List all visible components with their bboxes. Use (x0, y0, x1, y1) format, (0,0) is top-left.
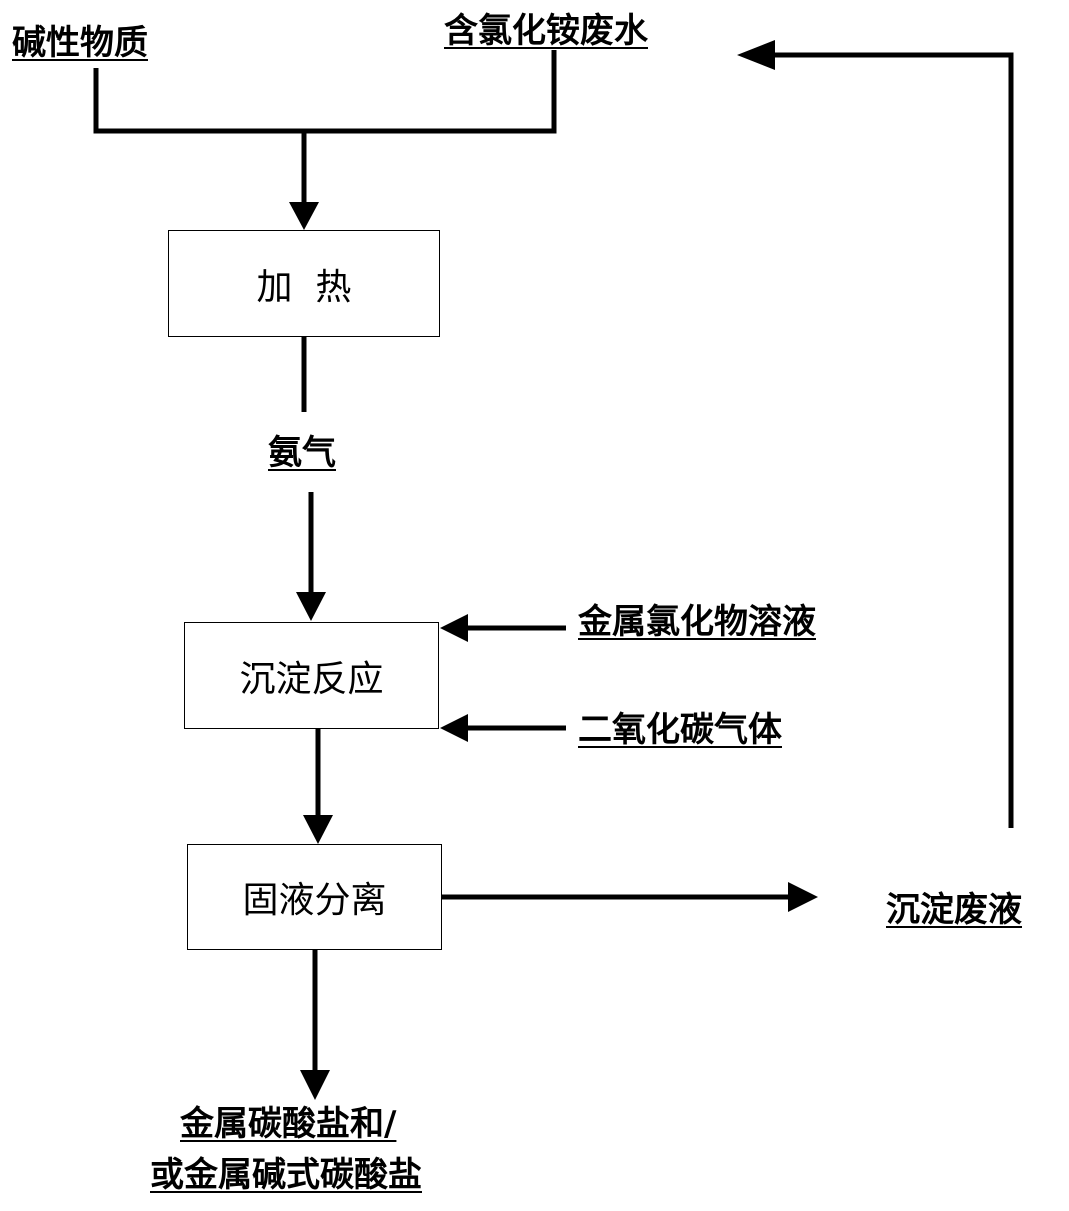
product-label-line1: 金属碳酸盐和/ (180, 1104, 397, 1144)
heating-step-box: 加 热 (168, 230, 440, 337)
metal-chloride-solution-label: 金属氯化物溶液 (578, 602, 816, 642)
product-label-line2: 或金属碱式碳酸盐 (150, 1155, 422, 1195)
arrowhead-to-separation (303, 815, 333, 844)
co2-gas-label: 二氧化碳气体 (578, 710, 782, 750)
ammonia-gas-label: 氨气 (268, 433, 336, 473)
recycle-loop-line (770, 52, 1014, 828)
precipitation-waste-liquid-label: 沉淀废液 (886, 890, 1022, 930)
arrowhead-to-heating (289, 202, 319, 230)
input-merge-line (93, 50, 557, 134)
arrowhead-to-waste (788, 882, 818, 912)
alkaline-substance-label: 碱性物质 (12, 23, 148, 63)
arrowhead-to-precipitation (296, 592, 326, 621)
separation-step-box: 固液分离 (187, 844, 442, 950)
precipitation-step-box: 沉淀反应 (184, 622, 439, 729)
separation-step-label: 固液分离 (242, 880, 387, 921)
precipitation-step-label: 沉淀反应 (239, 658, 384, 700)
arrowhead-to-product (300, 1070, 330, 1100)
heating-step-label: 加 热 (256, 266, 352, 308)
ammonium-chloride-wastewater-label: 含氯化铵废水 (444, 11, 648, 51)
arrowhead-metal-chloride (440, 614, 468, 642)
arrowhead-recycle (737, 40, 775, 70)
arrowhead-co2 (440, 714, 468, 742)
